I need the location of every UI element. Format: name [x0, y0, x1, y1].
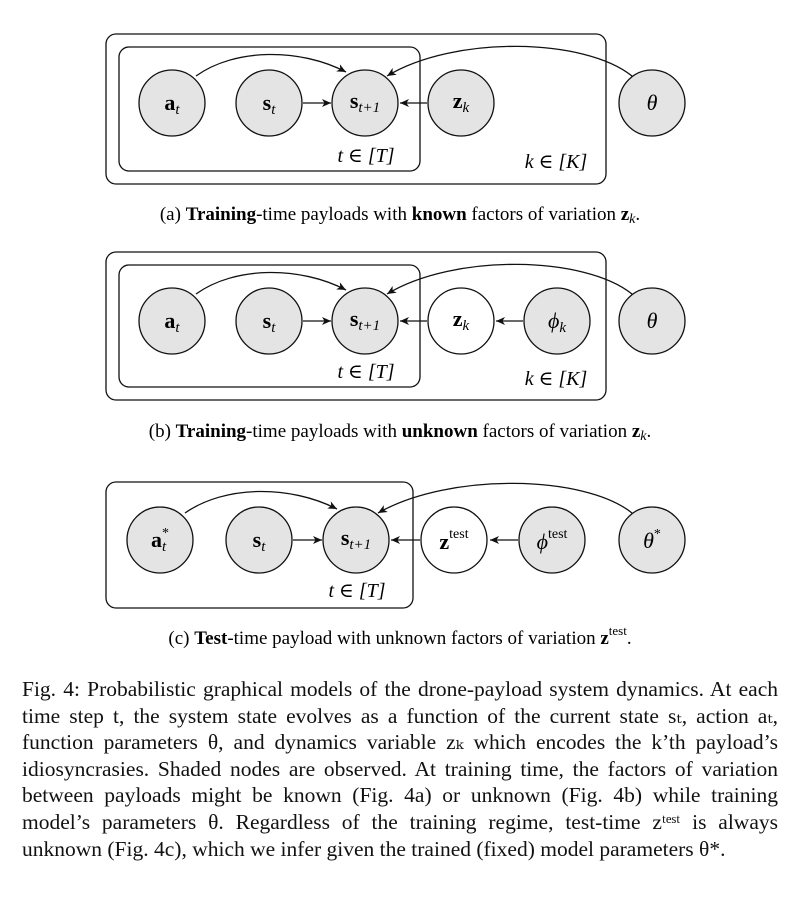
inner-plate-c [105, 481, 414, 609]
caption-a: (a) Training-time payloads with known fa… [160, 204, 640, 227]
node-theta-a [618, 69, 686, 137]
node-phi-c [518, 506, 586, 574]
graphical-models-figure: at st st+1 zk θ t ∈ [T] k ∈ [K] (a) Trai… [105, 33, 686, 649]
panel-c: a*t st st+1 ztest ϕtest θ* t ∈ [T] (c) T… [105, 481, 686, 649]
node-snext-b [331, 287, 399, 355]
label-theta-b: θ [647, 308, 658, 333]
label-s-b: st [263, 308, 277, 336]
label-s-a: st [263, 90, 277, 118]
node-snext-a [331, 69, 399, 137]
node-s-b [235, 287, 303, 355]
figure-caption-text: Probabilistic graphical models of the dr… [22, 677, 778, 861]
node-z-c [420, 506, 488, 574]
node-s-c [225, 506, 293, 574]
label-snext-a: st+1 [350, 88, 380, 116]
outer-plate-b [105, 251, 607, 401]
outer-plate-a [105, 33, 607, 185]
edge-a-to-snext-c [184, 490, 338, 514]
figure-caption-label: Fig. 4: [22, 677, 80, 701]
panel-b: at st st+1 zk ϕk θ t ∈ [T] k ∈ [K] (b) T… [105, 251, 686, 444]
figure-caption: Fig. 4: Probabilistic graphical models o… [22, 676, 778, 862]
edge-a-to-snext-b [195, 271, 347, 295]
caption-c: (c) Test-time payload with unknown facto… [168, 623, 631, 649]
label-theta-c: θ* [643, 527, 661, 553]
inner-plate-a [118, 46, 421, 172]
label-snext-b: st+1 [350, 306, 380, 334]
node-phi-b [523, 287, 591, 355]
label-z-b: zk [453, 306, 470, 334]
node-theta-b [618, 287, 686, 355]
inner-plate-label-c: t ∈ [T] [328, 580, 385, 602]
inner-plate-b [118, 264, 421, 388]
edge-theta-to-snext-b [386, 263, 633, 295]
edge-a-to-snext-a [195, 53, 347, 77]
label-s-c: st [253, 527, 267, 555]
label-z-c: ztest [439, 527, 468, 554]
label-theta-a: θ [647, 90, 658, 115]
node-a-a [138, 69, 206, 137]
edge-theta-to-snext-a [386, 45, 633, 77]
label-z-a: zk [453, 88, 470, 116]
node-a-b [138, 287, 206, 355]
node-z-a [427, 69, 495, 137]
label-snext-c: st+1 [341, 525, 371, 553]
caption-b: (b) Training-time payloads with unknown … [149, 421, 652, 444]
node-a-c [126, 506, 194, 574]
label-phi-c: ϕtest [537, 527, 568, 554]
inner-plate-label-b: t ∈ [T] [337, 361, 394, 383]
label-a-a: at [164, 90, 180, 118]
node-theta-c [618, 506, 686, 574]
inner-plate-label-a: t ∈ [T] [337, 145, 394, 167]
node-s-a [235, 69, 303, 137]
edge-theta-to-snext-c [377, 482, 633, 514]
panel-a: at st st+1 zk θ t ∈ [T] k ∈ [K] (a) Trai… [105, 33, 686, 227]
outer-plate-label-b: k ∈ [K] [525, 368, 588, 390]
node-snext-c [322, 506, 390, 574]
label-a-b: at [164, 308, 180, 336]
label-a-c: a*t [151, 526, 169, 555]
label-phi-b: ϕk [548, 308, 566, 336]
node-z-b [427, 287, 495, 355]
outer-plate-label-a: k ∈ [K] [525, 151, 588, 173]
